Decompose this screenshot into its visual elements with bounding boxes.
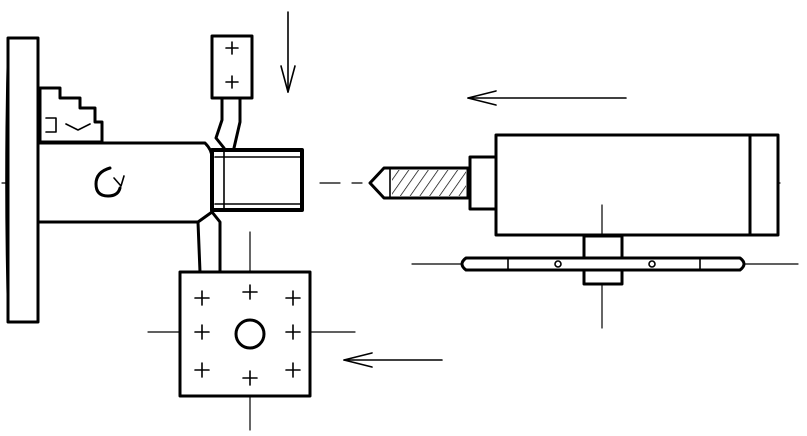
rotation-icon [94,166,125,198]
three-jaw-chuck [38,86,104,144]
plus-mark [285,362,301,378]
plus-mark [225,75,239,89]
plus-mark [242,284,258,300]
feed-arrow-left-top [467,90,627,106]
plus-mark [225,41,239,55]
feed-arrow-left-bottom [343,352,443,368]
feed-arrow-down [280,11,296,93]
lower-tool-bit [196,210,222,274]
lower-square-turret [147,231,356,431]
plus-mark [194,290,210,306]
headstock-faceplate [5,36,40,324]
tailstock-drill [368,166,470,200]
spindle-body [36,141,214,224]
workpiece [210,148,304,212]
plus-mark [242,370,258,386]
plus-mark [194,362,210,378]
plus-mark [285,290,301,306]
plus-mark [285,324,301,340]
tailstock-body [468,133,780,329]
plus-mark [194,324,210,340]
upper-tool-post [210,34,254,150]
tailstock-handwheel-bar [411,256,799,272]
